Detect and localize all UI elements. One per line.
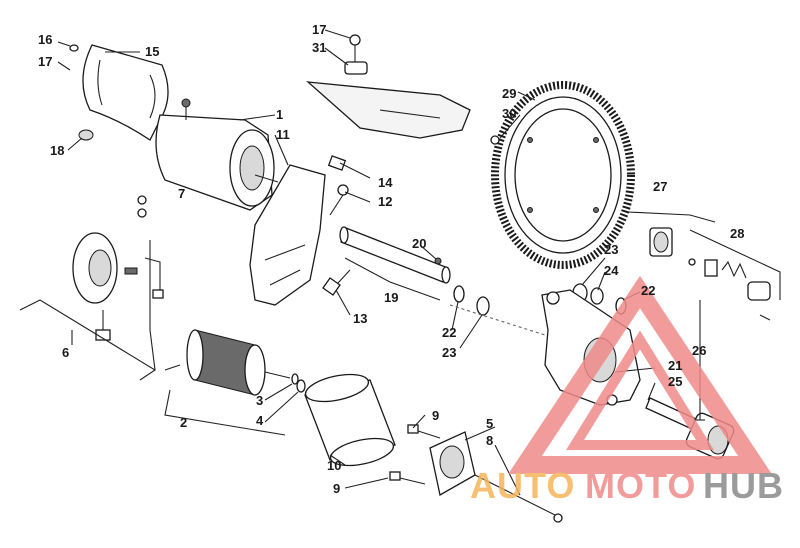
callout-25: 25 <box>668 374 682 389</box>
callout-labels: 16 17 15 18 1 11 17 31 14 12 13 29 30 20… <box>38 22 744 496</box>
watermark-text-moto: MOTO <box>585 465 696 506</box>
callout-16: 16 <box>38 32 52 47</box>
bolts-12-13-14 <box>322 155 351 296</box>
mount-bracket-11 <box>249 164 326 306</box>
watermark-text-hub: HUB <box>703 465 784 506</box>
callout-2: 2 <box>180 415 187 430</box>
yoke-10 <box>304 373 396 467</box>
callout-22-right: 22 <box>641 283 655 298</box>
callout-27: 27 <box>653 179 667 194</box>
drive-gear-27 <box>649 227 771 301</box>
callout-9-upper: 9 <box>432 408 439 423</box>
callout-6: 6 <box>62 345 69 360</box>
callout-13: 13 <box>353 311 367 326</box>
callout-10: 10 <box>327 458 341 473</box>
callout-22-left: 22 <box>442 325 456 340</box>
callout-3: 3 <box>256 393 263 408</box>
callout-18: 18 <box>50 143 64 158</box>
shaft-19 <box>339 226 451 284</box>
callout-24: 24 <box>604 263 619 278</box>
automotohub-watermark: AUTO MOTO HUB <box>470 275 784 506</box>
callout-15: 15 <box>145 44 159 59</box>
callout-7: 7 <box>178 186 185 201</box>
callout-1: 1 <box>276 107 283 122</box>
watermark-text-auto: AUTO <box>470 465 575 506</box>
callout-29: 29 <box>502 86 516 101</box>
callout-21: 21 <box>668 358 682 373</box>
callout-31: 31 <box>312 40 326 55</box>
callout-23-left: 23 <box>442 345 456 360</box>
callout-4: 4 <box>256 413 264 428</box>
callout-20: 20 <box>412 236 426 251</box>
callout-5: 5 <box>486 416 493 431</box>
callout-14: 14 <box>378 175 393 190</box>
ring-gear-29 <box>490 81 635 269</box>
watermark-triangle <box>508 275 772 474</box>
callout-12: 12 <box>378 194 392 209</box>
callout-17-top: 17 <box>312 22 326 37</box>
callout-26: 26 <box>692 343 706 358</box>
callout-28: 28 <box>730 226 744 241</box>
callout-17-left: 17 <box>38 54 52 69</box>
callout-30: 30 <box>502 106 516 121</box>
callout-23-right: 23 <box>604 242 618 257</box>
starter-cover-15 <box>69 44 169 141</box>
armature-2 <box>186 329 306 396</box>
callout-11: 11 <box>276 127 290 142</box>
callout-8: 8 <box>486 433 493 448</box>
starter-motor-1 <box>155 98 279 211</box>
callout-19: 19 <box>384 290 398 305</box>
end-cover-5 <box>389 424 563 523</box>
callout-9-lower: 9 <box>333 481 340 496</box>
upper-bracket-17-31 <box>306 34 471 139</box>
brush-plate-6-7 <box>72 195 164 341</box>
